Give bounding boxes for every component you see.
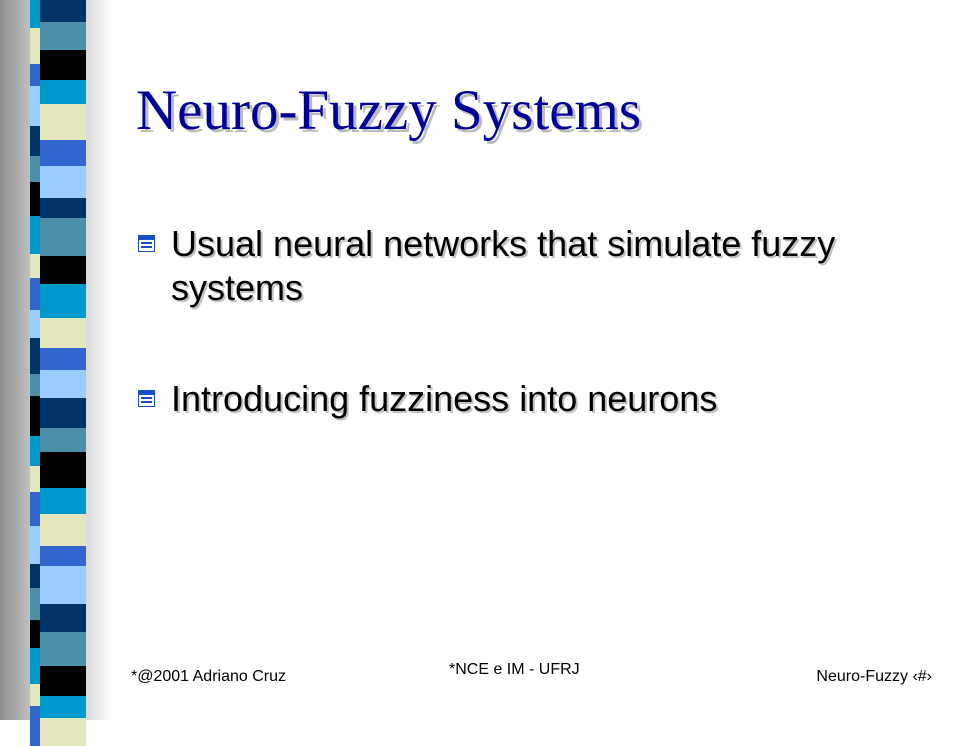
bullet-list: Usual neural networks that simulate fuzz…: [138, 222, 918, 421]
stripe-segment: [40, 348, 86, 370]
stripe-segment: [40, 22, 86, 50]
stripe-segment: [40, 318, 86, 348]
stripe-segment: [40, 104, 86, 140]
window-bullet-icon: [138, 390, 155, 407]
stripe-segment: [40, 80, 86, 104]
bullet-text: Usual neural networks that simulate fuzz…: [171, 223, 836, 308]
footer-copyright: *@2001 Adriano Cruz: [131, 668, 286, 685]
stripe-segment: [40, 428, 86, 452]
bullet-item: Usual neural networks that simulate fuzz…: [138, 222, 918, 310]
stripe-segment: [40, 166, 86, 198]
stripe-segment: [40, 198, 86, 218]
stripe-segment: [40, 632, 86, 666]
stripe-shadow: [86, 0, 112, 720]
bullet-text: Introducing fuzziness into neurons: [171, 378, 718, 419]
window-bullet-icon: [138, 235, 155, 252]
stripe-segment: [40, 718, 86, 746]
decorative-stripe-band: [0, 0, 112, 746]
stripe-column-right: [40, 0, 86, 746]
stripe-segment: [40, 514, 86, 546]
stripe-segment: [40, 0, 86, 22]
stripe-segment: [40, 566, 86, 604]
stripe-segment: [40, 604, 86, 632]
stripe-segment: [40, 546, 86, 566]
stripe-segment: [40, 284, 86, 318]
stripe-segment: [40, 50, 86, 80]
slide: Neuro-Fuzzy Systems Usual neural network…: [0, 0, 932, 746]
slide-title: Neuro-Fuzzy Systems: [136, 79, 642, 142]
footer-institution: *NCE e IM - UFRJ: [449, 661, 580, 678]
stripe-segment: [40, 398, 86, 428]
stripe-segment: [40, 452, 86, 488]
stripe-segment: [40, 256, 86, 284]
stripe-segment: [40, 218, 86, 256]
stripe-segment: [40, 666, 86, 696]
footer-slide-number: Neuro-Fuzzy ‹#›: [816, 668, 932, 685]
stripe-segment: [40, 370, 86, 398]
stripe-segment: [40, 488, 86, 514]
bullet-item: Introducing fuzziness into neurons: [138, 377, 918, 421]
stripe-segment: [40, 696, 86, 718]
stripe-segment: [40, 140, 86, 166]
